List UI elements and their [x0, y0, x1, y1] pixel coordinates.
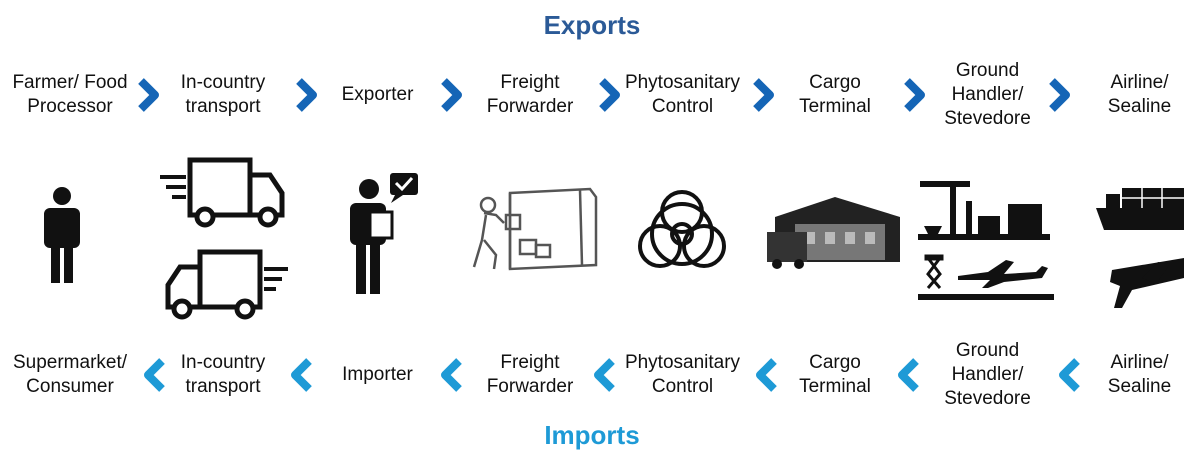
- biohazard-icon: [632, 182, 732, 282]
- exports-step-phyto: Phytosanitary Control: [624, 72, 741, 117]
- exports-step-airline: Airline/ Sealine: [1107, 72, 1172, 117]
- imports-title: Imports: [544, 420, 640, 450]
- exports-arrow-2: [295, 77, 321, 113]
- exports-arrow-6: [903, 77, 929, 113]
- person-icon: [40, 185, 84, 285]
- imports-step-ground: Ground Handler/ Stevedore: [944, 340, 1031, 409]
- exports-step-transport: In-country transport: [180, 72, 266, 117]
- person-with-message-icon: [345, 170, 420, 298]
- exports-step-exporter: Exporter: [341, 84, 414, 105]
- delivery-truck-icon: [160, 155, 290, 320]
- port-crane-airport-icon: [918, 176, 1058, 304]
- exports-title: Exports: [543, 10, 641, 40]
- imports-step-airline: Airline/ Sealine: [1107, 352, 1172, 397]
- exports-step-cargo: Cargo Terminal: [799, 72, 871, 117]
- imports-arrow-1: [140, 357, 166, 393]
- imports-step-phyto: Phytosanitary Control: [624, 352, 741, 397]
- imports-arrow-7: [1055, 357, 1081, 393]
- exports-flow: Farmer/ Food Processor In-country transp…: [0, 55, 1184, 135]
- imports-arrow-6: [894, 357, 920, 393]
- imports-step-transport: In-country transport: [180, 352, 266, 397]
- imports-arrow-2: [287, 357, 313, 393]
- exports-step-ground: Ground Handler/ Stevedore: [944, 60, 1031, 129]
- exports-step-farmer: Farmer/ Food Processor: [12, 72, 128, 117]
- imports-arrow-5: [752, 357, 778, 393]
- worker-loading-container-icon: [470, 185, 600, 275]
- warehouse-truck-icon: [765, 192, 905, 272]
- imports-step-freight: Freight Forwarder: [486, 352, 574, 397]
- exports-step-freight: Freight Forwarder: [486, 72, 574, 117]
- exports-arrow-4: [598, 77, 624, 113]
- imports-arrow-4: [590, 357, 616, 393]
- exports-arrow-7: [1048, 77, 1074, 113]
- exports-arrow-1: [137, 77, 163, 113]
- imports-arrow-3: [437, 357, 463, 393]
- imports-flow: Supermarket/ Consumer In-country transpo…: [0, 335, 1184, 415]
- exports-arrow-5: [752, 77, 778, 113]
- imports-step-importer: Importer: [342, 364, 413, 385]
- exports-arrow-3: [440, 77, 466, 113]
- ship-airplane-icon: [1092, 182, 1184, 312]
- imports-step-cargo: Cargo Terminal: [799, 352, 871, 397]
- imports-step-consumer: Supermarket/ Consumer: [12, 352, 128, 397]
